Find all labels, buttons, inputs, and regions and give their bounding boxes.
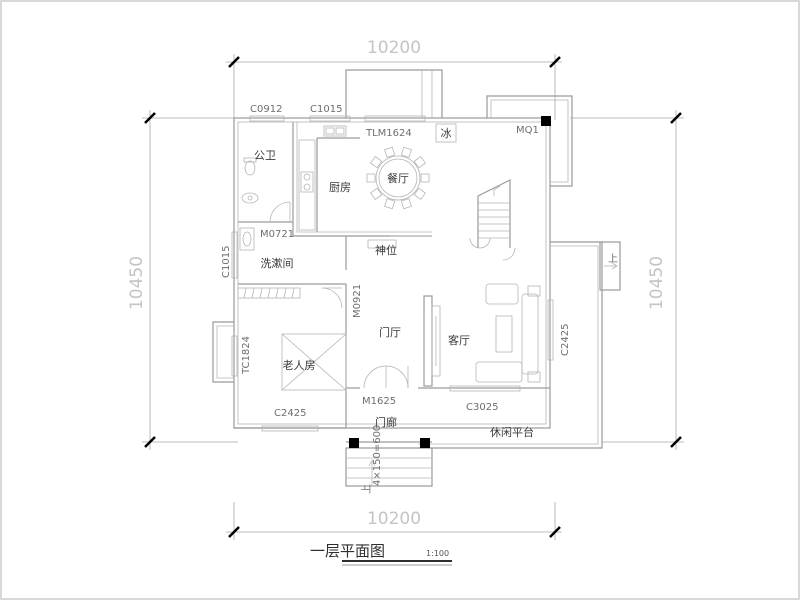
room-label-kitchen: 厨房 (329, 181, 351, 194)
washbasin-icon (241, 192, 259, 204)
room-label-living: 客厅 (448, 333, 470, 347)
dining-chair-icon (370, 155, 383, 169)
doors (269, 201, 432, 389)
room-label-shrine: 神位 (375, 243, 397, 257)
wall-code-mq1: MQ1 (516, 125, 539, 136)
room-label-porch: 门廊 (375, 415, 397, 429)
room-label-elder-room: 老人房 (283, 359, 316, 372)
window-code-tc1824: TC1824 (241, 336, 252, 375)
column-porch-left (349, 438, 359, 448)
bed-icon (281, 333, 347, 391)
window-code-c2425-right: C2425 (560, 324, 571, 356)
door-code-m0921: M0921 (352, 284, 363, 318)
room-label-dining: 餐厅 (387, 171, 409, 185)
tv-cabinet-icon (423, 295, 441, 387)
drawing-scale: 1:100 (426, 549, 449, 558)
window-code-c2425-left: C2425 (274, 408, 306, 419)
dining-chair-icon (370, 187, 383, 201)
wardrobe-icon (237, 287, 301, 299)
column-porch-right (420, 438, 430, 448)
terrace-stair-arrow (604, 262, 618, 270)
door-code-m0721: M0721 (260, 229, 294, 240)
door-code-tlm1624: TLM1624 (365, 128, 412, 139)
dimension-top: 10200 (367, 38, 421, 58)
dining-table-icon (366, 146, 430, 210)
window-code-c1015-top: C1015 (310, 104, 342, 115)
fridge-icon (435, 123, 457, 143)
room-label-terrace: 休闲平台 (490, 425, 534, 439)
sofa-set-icon (475, 283, 541, 383)
window-code-c3025: C3025 (466, 402, 498, 413)
windows (231, 115, 554, 432)
dimension-lines (142, 54, 684, 540)
drawing-title: 一层平面图 (310, 542, 385, 560)
column-ne (541, 116, 551, 126)
window-code-c1015-left: C1015 (221, 246, 232, 278)
stair-arrow-up (368, 459, 376, 486)
dimension-bottom: 10200 (367, 509, 421, 529)
dining-chair-icon (400, 146, 412, 158)
dimension-left: 10450 (127, 256, 147, 310)
terrace-stair-up: 上 (608, 253, 618, 265)
room-label-foyer: 门厅 (379, 325, 401, 339)
dining-chair-icon (413, 187, 426, 201)
staircase-icon (469, 179, 516, 261)
room-label-public-bath: 公卫 (254, 149, 276, 162)
window-code-c0912: C0912 (250, 104, 282, 115)
dining-chair-icon (384, 198, 396, 210)
sink-icon (323, 125, 347, 137)
kitchen-counter (298, 139, 316, 231)
toilet-icon (243, 157, 257, 176)
dining-chair-icon (413, 155, 426, 169)
shrine-cabinet (367, 239, 397, 249)
room-label-laundry: 洗漱间 (261, 257, 294, 270)
fridge-label: 冰 (441, 127, 452, 140)
laundry-basin-icon (239, 227, 255, 251)
porch-stair-note: 4×150=600 (372, 425, 383, 486)
dining-chair-icon (384, 146, 396, 158)
dining-chair-icon (420, 173, 430, 183)
dimension-right: 10450 (647, 256, 667, 310)
dining-chair-icon (400, 198, 412, 210)
door-code-m1625: M1625 (362, 396, 396, 407)
dining-chair-icon (366, 173, 376, 183)
walls (212, 69, 621, 487)
porch-stair-up: 上 (361, 484, 373, 494)
